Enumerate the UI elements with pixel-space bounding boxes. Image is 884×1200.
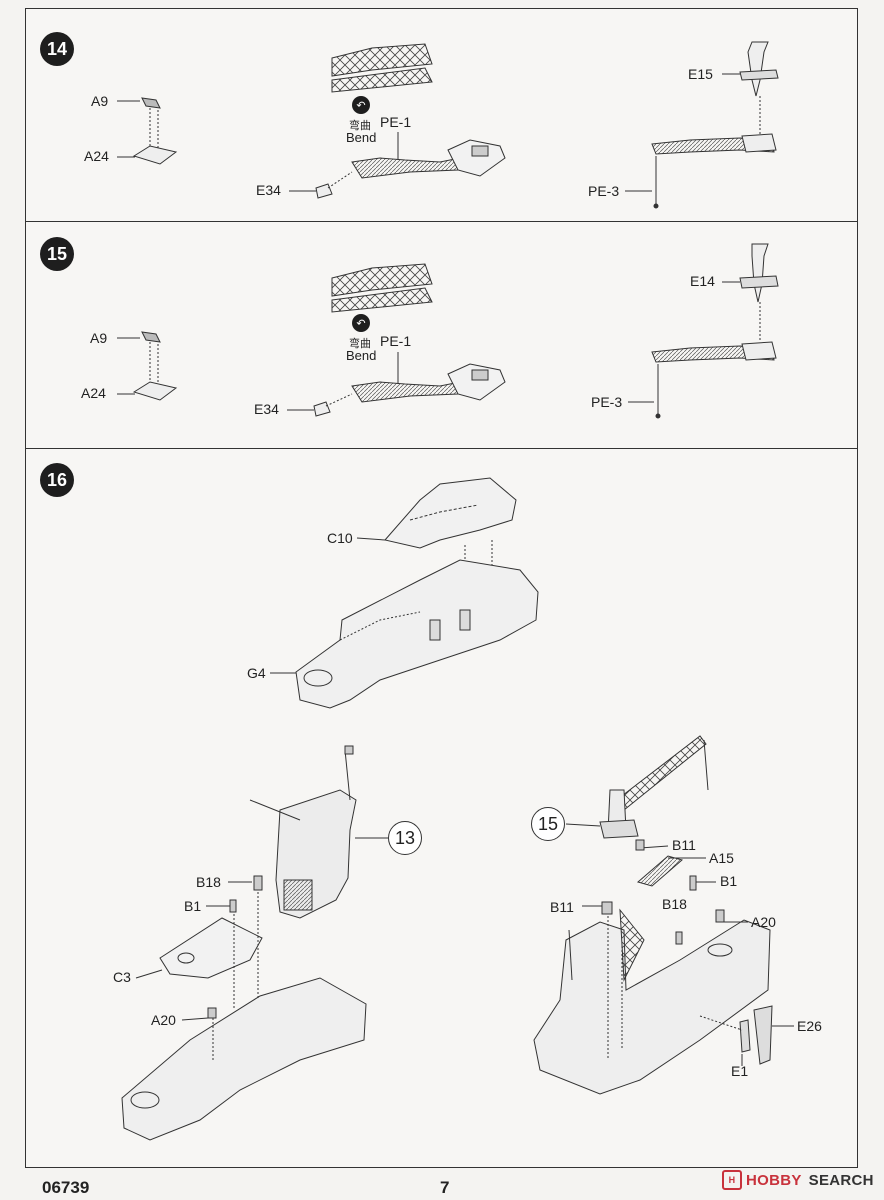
label-e34: E34 <box>254 401 279 417</box>
step-14-art <box>117 41 779 209</box>
watermark-suffix: SEARCH <box>808 1171 874 1189</box>
step-15-badge: 15 <box>40 237 74 271</box>
watermark-brand: HOBBY <box>746 1171 802 1189</box>
label-pe1: PE-1 <box>380 333 412 349</box>
label-a20-right: A20 <box>751 914 776 930</box>
label-b11-top: B11 <box>672 837 696 853</box>
product-code: 06739 <box>42 1178 90 1197</box>
label-a24: A24 <box>84 148 109 164</box>
page-number: 7 <box>440 1178 450 1197</box>
label-g4: G4 <box>247 665 266 681</box>
section-divider-15-16 <box>25 448 858 449</box>
label-e34: E34 <box>256 182 281 198</box>
step-16-badge: 16 <box>40 463 74 497</box>
hobbysearch-logo-icon: H <box>722 1170 742 1190</box>
label-a15: A15 <box>709 850 734 866</box>
label-b18-right: B18 <box>662 896 687 912</box>
label-b1-right: B1 <box>720 873 738 889</box>
label-e15: E15 <box>688 66 713 82</box>
step-16-art <box>121 477 794 1141</box>
label-pe3: PE-3 <box>591 394 623 410</box>
label-bend-cn: 弯曲 <box>349 338 371 350</box>
label-bend-en: Bend <box>346 130 377 145</box>
label-c3: C3 <box>113 969 131 985</box>
label-a24: A24 <box>81 385 106 401</box>
section-divider-14-15 <box>25 221 858 222</box>
label-a9: A9 <box>91 93 109 109</box>
bend-icon: ↶ <box>352 96 370 114</box>
label-e1: E1 <box>731 1063 749 1079</box>
hobbysearch-watermark: H HOBBY SEARCH <box>722 1170 874 1190</box>
label-pe1: PE-1 <box>380 114 412 130</box>
label-e26: E26 <box>797 1018 822 1034</box>
label-c10: C10 <box>327 530 353 546</box>
label-b1: B1 <box>184 898 202 914</box>
ref-step-15: 15 <box>531 807 565 841</box>
label-a9: A9 <box>90 330 108 346</box>
step-14-badge: 14 <box>40 32 74 66</box>
label-a20: A20 <box>151 1012 176 1028</box>
label-b11-left: B11 <box>550 899 574 915</box>
label-bend-cn: 弯曲 <box>349 120 371 132</box>
label-bend-en: Bend <box>346 348 377 363</box>
label-pe3: PE-3 <box>588 183 620 199</box>
label-e14: E14 <box>690 273 715 289</box>
ref-step-13: 13 <box>388 821 422 855</box>
bend-icon: ↶ <box>352 314 370 332</box>
step-15-art <box>117 243 779 419</box>
label-b18: B18 <box>196 874 221 890</box>
